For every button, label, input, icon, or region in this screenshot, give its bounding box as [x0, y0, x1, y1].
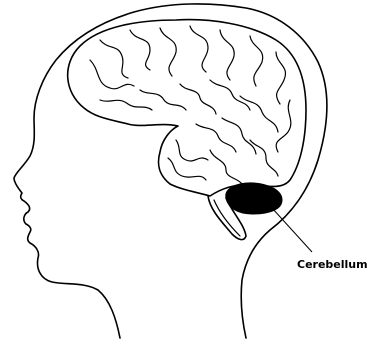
cerebrum-outline [68, 20, 306, 196]
cerebellum-label: Cerebellum [297, 258, 368, 271]
cerebellum-leader-line [272, 208, 312, 252]
gyri-lines [90, 26, 291, 184]
head-outline [14, 4, 327, 338]
